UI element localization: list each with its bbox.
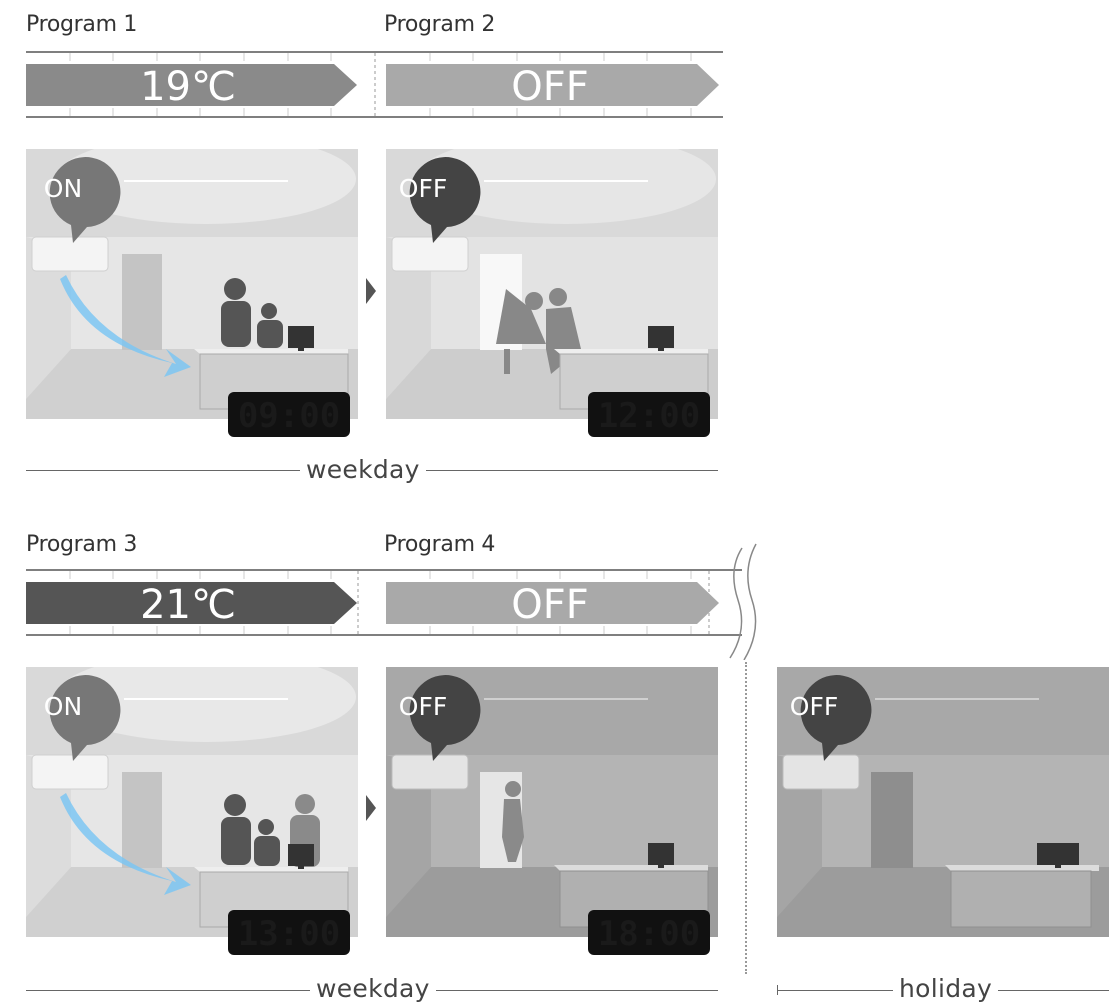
weekday-label-2: weekday [310,974,436,1003]
schedule-bar-row1: 19℃ OFF [0,0,1109,140]
program-3-temp: 21℃ [140,582,236,628]
weekday-label-1: weekday [300,455,426,484]
monitor-icon [1037,843,1079,865]
scene-program-4: OFF 18:00 [386,667,718,955]
scene-program-3: ON 13:00 [26,667,358,955]
play-triangle-icon [366,278,376,304]
monitor-icon [648,843,674,865]
air-conditioner-icon [392,237,468,271]
scene-1-badge: ON [44,174,82,203]
weekday-holiday-divider [745,662,747,974]
scene-4-badge: OFF [399,692,447,721]
schedule-bar-row2: 21℃ OFF [0,540,780,660]
air-conditioner-icon [783,755,859,789]
scene-2-badge: OFF [399,174,447,203]
program-4-state: OFF [511,582,589,628]
scene-program-2: OFF 12:00 [386,149,718,437]
air-conditioner-icon [32,237,108,271]
program-1-temp: 19℃ [140,64,236,110]
air-conditioner-icon [32,755,108,789]
monitor-icon [288,326,314,348]
scene-3-badge: ON [44,692,82,721]
scene-4-clock: 18:00 [598,914,700,954]
monitor-icon [288,844,314,866]
scene-5-badge: OFF [790,692,838,721]
program-2-state: OFF [511,64,589,110]
air-conditioner-icon [392,755,468,789]
holiday-line-cap [777,985,778,995]
play-triangle-icon [366,795,376,821]
scene-program-1: ON 09:00 [26,149,358,437]
scene-1-clock: 09:00 [238,396,340,436]
time-break-icon [730,544,756,660]
scene-3-clock: 13:00 [238,914,340,954]
holiday-label: holiday [893,974,998,1003]
scene-2-clock: 12:00 [598,396,700,436]
monitor-icon [648,326,674,348]
scene-holiday: OFF [777,667,1109,937]
